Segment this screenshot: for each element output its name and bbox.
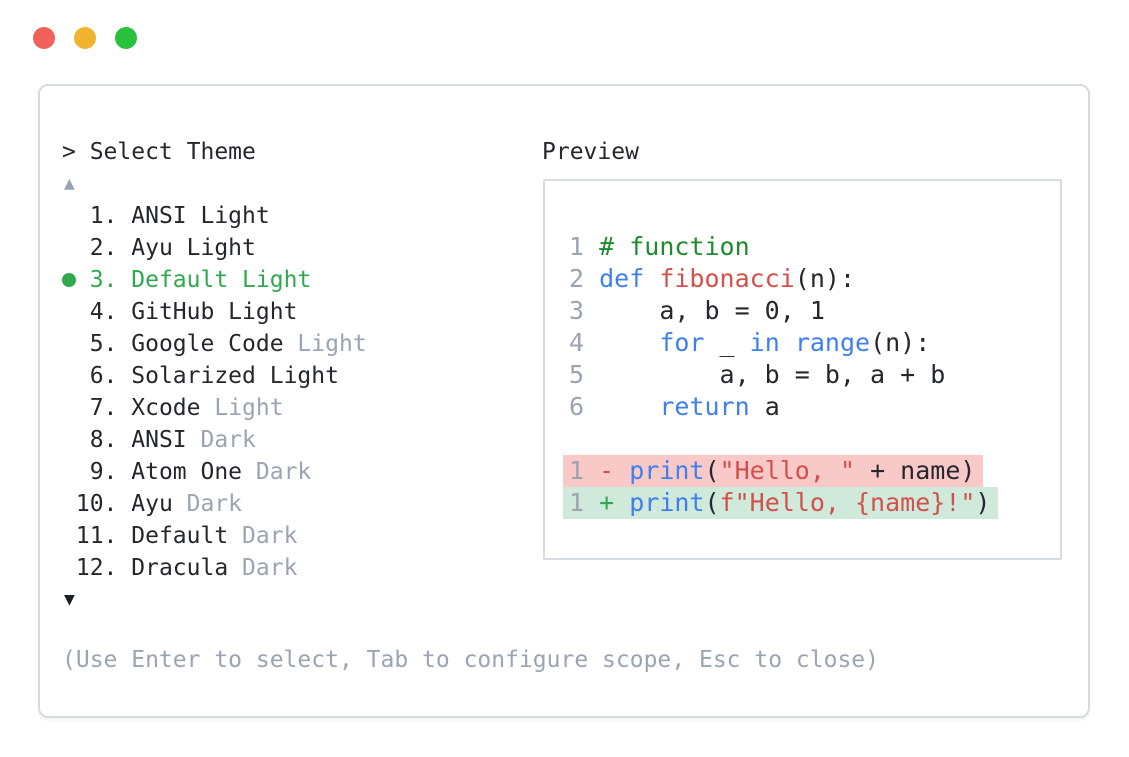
code-preview: 1 # function 2 def fibonacci(n): 3 a, b = … xyxy=(545,181,1060,519)
select-theme-prompt: > Select Theme xyxy=(62,139,256,165)
code-line: 6 return a xyxy=(569,392,780,421)
window-controls xyxy=(33,27,137,49)
selected-theme-dot-icon xyxy=(62,273,76,287)
theme-option-12[interactable]: 12. Dracula Dark xyxy=(62,555,298,581)
maximize-window-button[interactable] xyxy=(115,27,137,49)
theme-option-4[interactable]: 4. GitHub Light xyxy=(62,299,298,325)
scroll-down-icon[interactable]: ▼ xyxy=(64,589,75,610)
theme-option-3[interactable]: 3. Default Light xyxy=(62,267,312,293)
theme-option-2[interactable]: 2. Ayu Light xyxy=(62,235,256,261)
code-line xyxy=(569,423,1046,455)
theme-option-6[interactable]: 6. Solarized Light xyxy=(62,363,339,389)
preview-box: 1 # function 2 def fibonacci(n): 3 a, b = … xyxy=(543,179,1062,560)
theme-option-9[interactable]: 9. Atom One Dark xyxy=(62,459,312,485)
theme-option-10[interactable]: 10. Ayu Dark xyxy=(62,491,243,517)
preview-label: Preview xyxy=(542,139,639,165)
help-text: (Use Enter to select, Tab to configure s… xyxy=(62,647,879,673)
code-line: 5 a, b = b, a + b xyxy=(569,360,946,389)
code-line: 2 def fibonacci(n): xyxy=(569,264,856,293)
theme-option-11[interactable]: 11. Default Dark xyxy=(62,523,298,549)
theme-selector-panel: > Select Theme ▲ 1. ANSI Light 2. Ayu Li… xyxy=(38,84,1090,718)
close-window-button[interactable] xyxy=(33,27,55,49)
code-line: 1 # function xyxy=(569,232,750,261)
minimize-window-button[interactable] xyxy=(74,27,96,49)
theme-list: 1. ANSI Light 2. Ayu Light 3. Default Li… xyxy=(62,200,367,584)
theme-option-5[interactable]: 5. Google Code Light xyxy=(62,331,367,357)
code-line-diff-added: 1 + print(f"Hello, {name}!") xyxy=(563,487,1046,519)
code-line: 4 for _ in range(n): xyxy=(569,328,931,357)
theme-option-7[interactable]: 7. Xcode Light xyxy=(62,395,284,421)
theme-option-1[interactable]: 1. ANSI Light xyxy=(62,203,270,229)
code-line-diff-removed: 1 - print("Hello, " + name) xyxy=(563,455,1046,487)
theme-option-8[interactable]: 8. ANSI Dark xyxy=(62,427,256,453)
code-line: 3 a, b = 0, 1 xyxy=(569,296,825,325)
scroll-up-icon[interactable]: ▲ xyxy=(64,173,75,194)
